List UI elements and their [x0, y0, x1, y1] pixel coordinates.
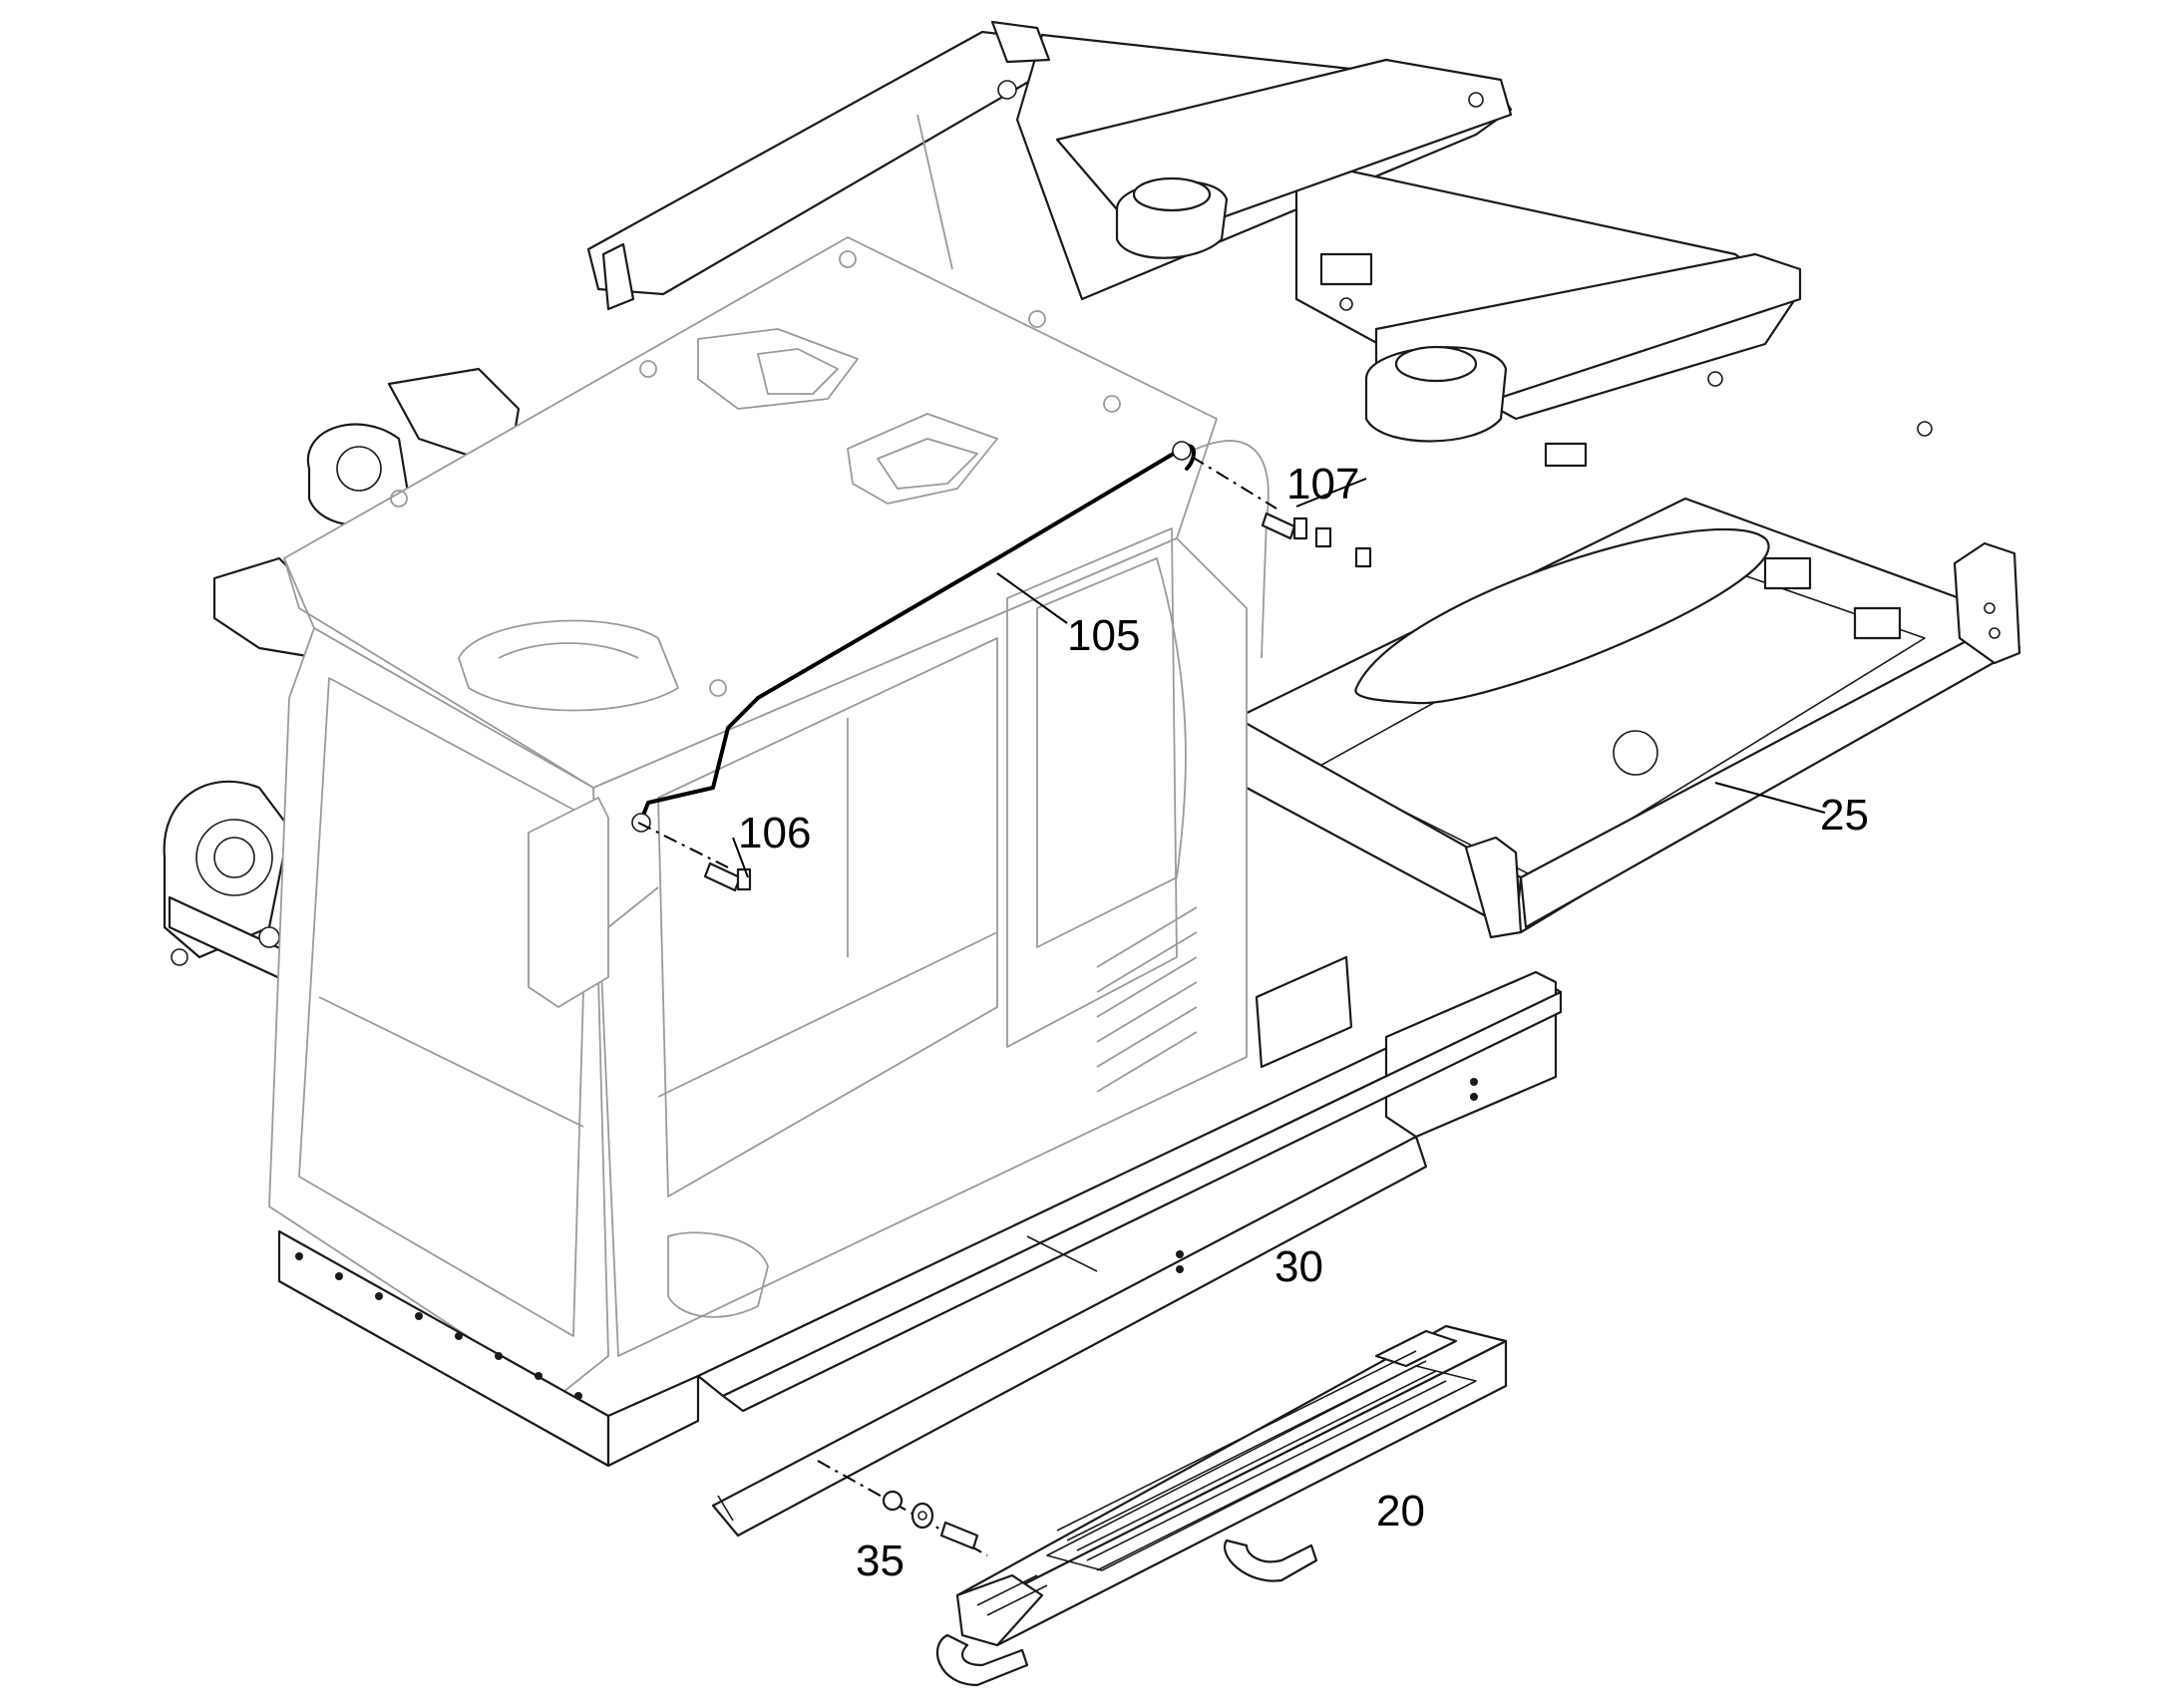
- callout-35: 35: [856, 1537, 905, 1585]
- bolt-107: [1191, 456, 1308, 540]
- callout-30: 30: [1274, 1242, 1323, 1291]
- step-part: [935, 1324, 1508, 1687]
- callout-107: 107: [1286, 460, 1359, 509]
- handrail-part: [631, 441, 1196, 833]
- leader-lines: [732, 478, 1826, 878]
- callout-20: 20: [1376, 1487, 1425, 1536]
- operator-cab: [268, 114, 1270, 1397]
- callout-25: 25: [1820, 791, 1869, 840]
- side-channel-part: [696, 955, 1563, 1537]
- callout-105: 105: [1067, 611, 1140, 660]
- cab-base-sill: [277, 1229, 700, 1468]
- callout-106: 106: [738, 809, 811, 857]
- fastener-set-35: [817, 1460, 988, 1556]
